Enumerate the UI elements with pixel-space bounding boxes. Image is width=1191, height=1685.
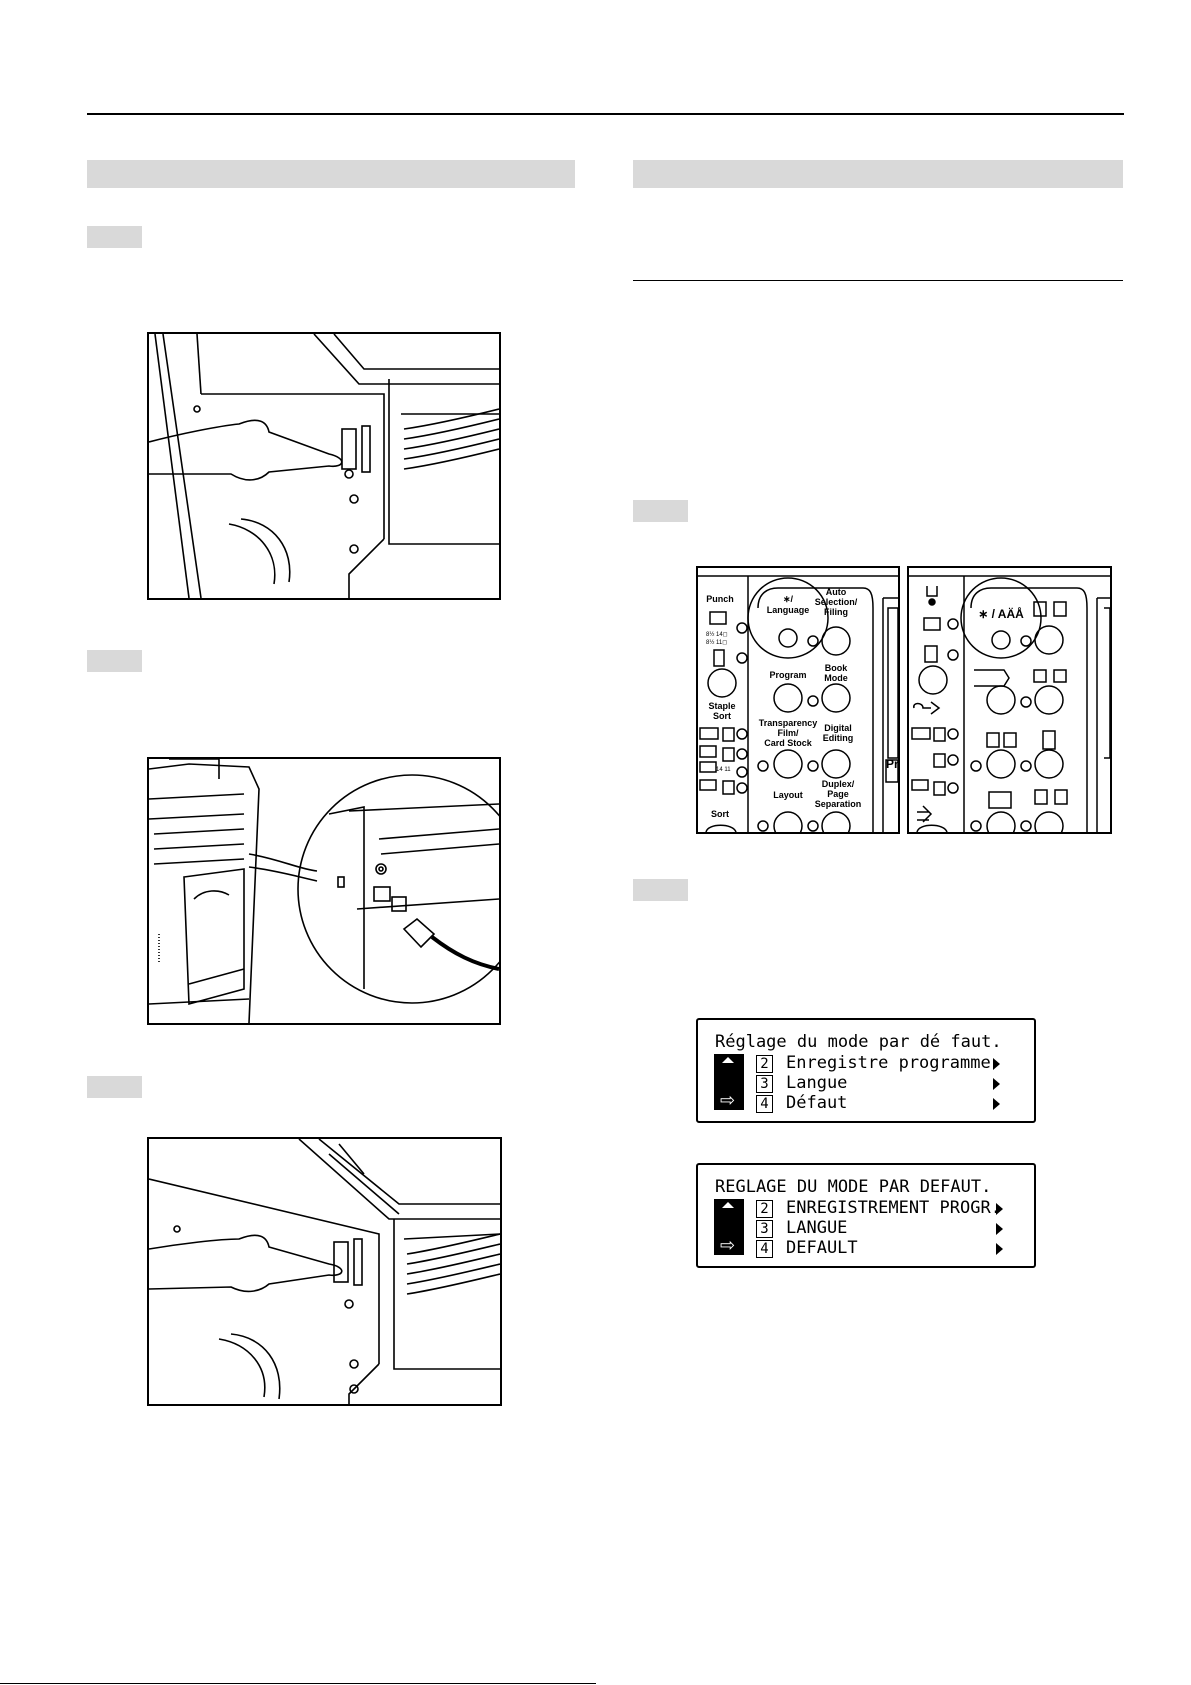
lcd-title: REGLAGE DU MODE PAR DEFAUT. <box>715 1177 992 1197</box>
lcd-item-number: 3 <box>756 1075 773 1093</box>
lcd-item-number: 2 <box>756 1055 773 1073</box>
label-sort: Sort <box>711 809 729 819</box>
submenu-arrow-icon <box>993 1058 1000 1070</box>
lcd-display-french: Réglage du mode par dé faut. ⇨ 2 Enregis… <box>696 1018 1036 1123</box>
illustration-power-switch-on <box>147 1137 502 1406</box>
illustration-modular-jack <box>147 757 501 1025</box>
label-sort-under-staple: Sort <box>713 711 731 721</box>
lcd-title: Réglage du mode par dé faut. <box>715 1032 1002 1052</box>
lcd-item-label[interactable]: ENREGISTREMENT PROGR. <box>786 1198 1001 1218</box>
section-band-right <box>633 160 1123 188</box>
step-marker-3 <box>87 1076 142 1098</box>
scroll-up-icon <box>722 1057 734 1063</box>
lcd-item-label[interactable]: Défaut <box>786 1093 848 1113</box>
step-marker-2 <box>87 650 142 672</box>
cursor-arrow-icon: ⇨ <box>720 1090 736 1110</box>
lcd-display-french-caps: REGLAGE DU MODE PAR DEFAUT. ⇨ 2 ENREGIST… <box>696 1163 1036 1268</box>
label-language-symbol: ∗/ <box>783 594 794 604</box>
label-digital: Digital <box>824 723 852 733</box>
label-separation: Separation <box>815 799 862 809</box>
svg-text:8½ 11◻: 8½ 11◻ <box>706 639 727 646</box>
lcd-item-label[interactable]: Enregistre programme <box>786 1053 991 1073</box>
submenu-arrow-icon <box>993 1098 1000 1110</box>
lcd-scroll-bar <box>714 1054 744 1110</box>
submenu-arrow-icon <box>996 1243 1003 1255</box>
cursor-arrow-icon: ⇨ <box>720 1235 736 1255</box>
submenu-arrow-icon <box>996 1223 1003 1235</box>
lcd-item-label[interactable]: LANGUE <box>786 1218 848 1238</box>
label-program: Program <box>769 670 806 680</box>
operation-panel-symbols: ∗ / AÄÅ <box>907 566 1112 834</box>
footer-rule <box>0 1683 596 1684</box>
label-filing: Filing <box>824 607 848 617</box>
label-book: Book <box>825 663 848 673</box>
lcd-item-number: 3 <box>756 1220 773 1238</box>
label-punch: Punch <box>706 594 734 604</box>
step-marker-1 <box>87 226 142 248</box>
label-page: Page <box>827 789 849 799</box>
label-language-symbol-icon: ∗ / AÄÅ <box>978 606 1024 621</box>
label-mode: Mode <box>824 673 848 683</box>
section-divider <box>633 280 1123 281</box>
lcd-item-number: 4 <box>756 1095 773 1113</box>
label-editing: Editing <box>823 733 854 743</box>
step-marker-5 <box>633 879 688 901</box>
lcd-item-number: 2 <box>756 1200 773 1218</box>
label-staple: Staple <box>708 701 735 711</box>
label-auto: Auto <box>826 587 847 597</box>
section-band-left <box>87 160 575 188</box>
lcd-item-label[interactable]: DEFAULT <box>786 1238 858 1258</box>
lcd-scroll-bar <box>714 1199 744 1255</box>
submenu-arrow-icon <box>996 1203 1003 1215</box>
svg-text:8½ 14◻: 8½ 14◻ <box>706 631 728 638</box>
label-duplex: Duplex/ <box>822 779 855 789</box>
operation-panel-english: Punch 8½ 14◻ 8½ 11◻ Staple Sort 14 11 So… <box>696 566 900 834</box>
label-film: Film/ <box>777 728 799 738</box>
submenu-arrow-icon <box>993 1078 1000 1090</box>
header-rule <box>87 113 1124 115</box>
label-selection: Selection/ <box>815 597 858 607</box>
lcd-item-label[interactable]: Langue <box>786 1073 848 1093</box>
label-language: Language <box>767 605 810 615</box>
label-transparency: Transparency <box>759 718 818 728</box>
svg-text:14 11: 14 11 <box>716 767 731 773</box>
label-side-cut: Pr <box>886 757 898 771</box>
label-card-stock: Card Stock <box>764 738 813 748</box>
illustration-power-switch-off <box>147 332 501 600</box>
label-layout: Layout <box>773 790 803 800</box>
scroll-up-icon <box>722 1202 734 1208</box>
lcd-item-number: 4 <box>756 1240 773 1258</box>
step-marker-4 <box>633 500 688 522</box>
